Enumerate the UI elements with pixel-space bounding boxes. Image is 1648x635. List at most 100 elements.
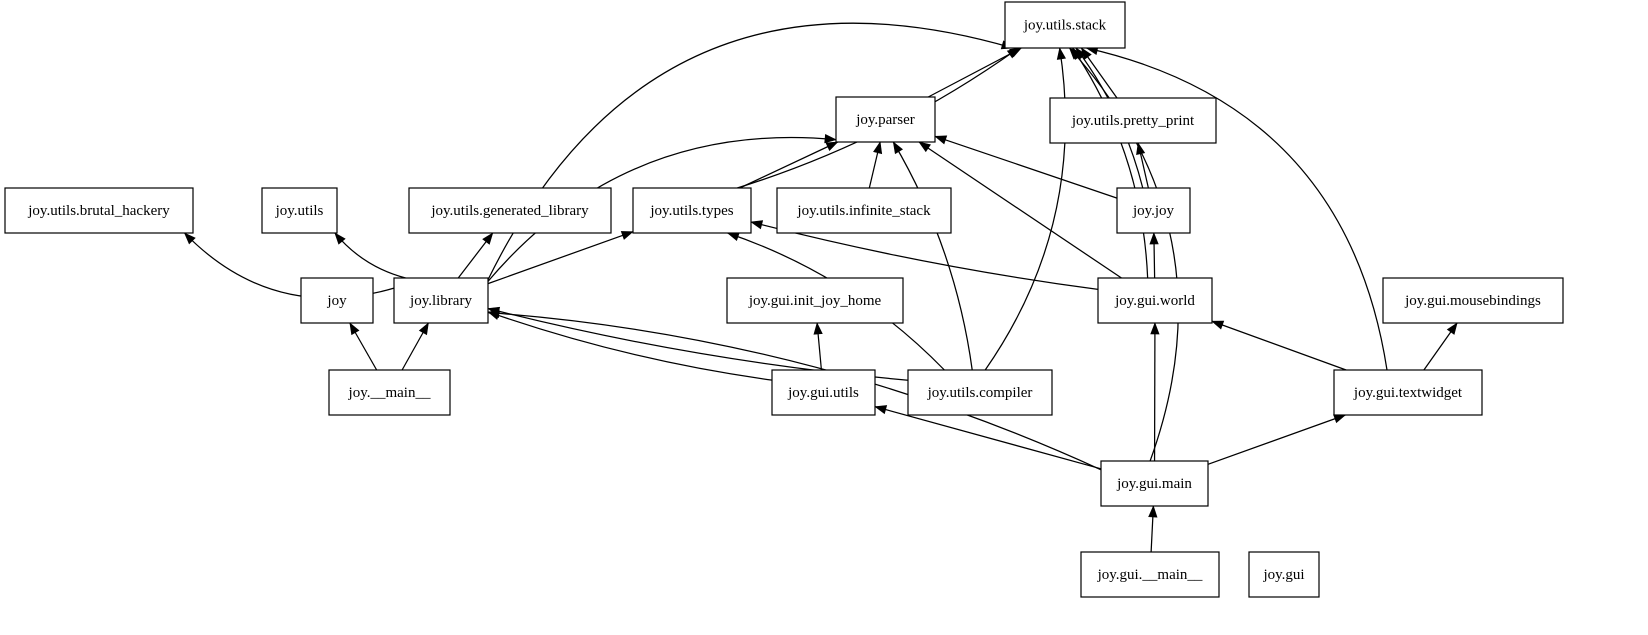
edge-joy-library-to-joy-utils-types bbox=[487, 231, 634, 285]
node-box[interactable] bbox=[1097, 277, 1213, 324]
arrowhead-icon bbox=[1006, 47, 1020, 59]
edge-joy-library-to-joy-parser bbox=[487, 136, 837, 282]
node-joy-utils-stack[interactable]: joy.utils.stack bbox=[1004, 1, 1126, 49]
node-label: joy.gui.main bbox=[1116, 476, 1192, 492]
node-box[interactable] bbox=[1080, 551, 1220, 598]
arrowhead-icon bbox=[918, 141, 931, 153]
node-label: joy.gui.utils bbox=[787, 385, 859, 401]
node-box[interactable] bbox=[393, 277, 489, 324]
arrowhead-icon bbox=[1150, 322, 1160, 335]
arrowhead-icon bbox=[1333, 414, 1347, 424]
node-joy-gui-init_joy_home[interactable]: joy.gui.init_joy_home bbox=[726, 277, 904, 324]
node-joy-utils-compiler[interactable]: joy.utils.compiler bbox=[907, 369, 1053, 416]
edge-joy-gui-main-to-joy-gui-textwidget bbox=[1207, 414, 1346, 465]
node-joy-joy[interactable]: joy.joy bbox=[1116, 187, 1191, 234]
node-label: joy.utils.stack bbox=[1023, 17, 1107, 33]
node-joy-utils-infinite_stack[interactable]: joy.utils.infinite_stack bbox=[776, 187, 952, 234]
node-box[interactable] bbox=[907, 369, 1053, 416]
node-box[interactable] bbox=[771, 369, 876, 416]
arrowhead-icon bbox=[1446, 322, 1458, 335]
node-label: joy.utils.infinite_stack bbox=[796, 203, 931, 219]
node-joy-gui-world[interactable]: joy.gui.world bbox=[1097, 277, 1213, 324]
arrowhead-icon bbox=[1056, 47, 1066, 60]
nodes-layer: joy.utils.stack joy.parser joy.utils.prett… bbox=[4, 1, 1564, 598]
node-label: joy.gui.init_joy_home bbox=[748, 293, 882, 309]
node-box[interactable] bbox=[776, 187, 952, 234]
node-joy-utils[interactable]: joy.utils bbox=[261, 187, 338, 234]
node-box[interactable] bbox=[1248, 551, 1320, 598]
arrowhead-icon bbox=[825, 141, 839, 152]
node-box[interactable] bbox=[1004, 1, 1126, 49]
arrowhead-icon bbox=[824, 133, 837, 144]
arrowhead-icon bbox=[334, 232, 346, 245]
node-label: joy.gui.world bbox=[1114, 293, 1195, 309]
arrowhead-icon bbox=[726, 232, 740, 242]
edge-joy-library-to-joy-utils bbox=[334, 232, 406, 279]
arrowhead-icon bbox=[934, 135, 948, 145]
node-label: joy.utils.brutal_hackery bbox=[27, 203, 170, 219]
arrowhead-icon bbox=[1080, 47, 1092, 60]
edge-joy-gui-main-to-joy-gui-utils bbox=[874, 406, 1102, 470]
node-joy[interactable]: joy bbox=[300, 277, 374, 324]
node-label: joy.utils.compiler bbox=[927, 385, 1033, 401]
edge-joy-gui-main-to-joy-library bbox=[487, 311, 1102, 471]
node-joy-utils-generated_library[interactable]: joy.utils.generated_library bbox=[408, 187, 612, 234]
node-joy-gui-utils[interactable]: joy.gui.utils bbox=[771, 369, 876, 416]
node-box[interactable] bbox=[300, 277, 374, 324]
node-box[interactable] bbox=[1382, 277, 1564, 324]
arrowhead-icon bbox=[873, 141, 883, 155]
node-joy-library[interactable]: joy.library bbox=[393, 277, 489, 324]
node-box[interactable] bbox=[835, 96, 936, 143]
arrowhead-icon bbox=[750, 220, 764, 230]
node-joy-gui[interactable]: joy.gui bbox=[1248, 551, 1320, 598]
edge-joy-utils-types-to-joy-parser bbox=[739, 141, 838, 189]
arrowhead-icon bbox=[874, 405, 888, 415]
node-joy-parser[interactable]: joy.parser bbox=[835, 96, 936, 143]
node-label: joy.joy bbox=[1132, 203, 1175, 219]
edge-joy-gui-textwidget-to-joy-gui-world bbox=[1211, 320, 1347, 371]
node-label: joy.utils.pretty_print bbox=[1071, 113, 1195, 129]
node-box[interactable] bbox=[261, 187, 338, 234]
arrowhead-icon bbox=[418, 322, 429, 336]
node-joy-utils-brutal_hackery[interactable]: joy.utils.brutal_hackery bbox=[4, 187, 194, 234]
node-joy-utils-pretty_print[interactable]: joy.utils.pretty_print bbox=[1049, 97, 1217, 144]
arrowhead-icon bbox=[1068, 47, 1081, 60]
arrowhead-icon bbox=[620, 231, 634, 240]
node-box[interactable] bbox=[328, 369, 451, 416]
arrowhead-icon bbox=[1148, 505, 1158, 518]
node-box[interactable] bbox=[726, 277, 904, 324]
node-box[interactable] bbox=[1049, 97, 1217, 144]
node-joy-gui-__main__[interactable]: joy.gui.__main__ bbox=[1080, 551, 1220, 598]
node-joy-utils-types[interactable]: joy.utils.types bbox=[632, 187, 752, 234]
edge-joy-gui-utils-to-joy-library bbox=[487, 311, 773, 381]
node-box[interactable] bbox=[4, 187, 194, 234]
arrowhead-icon bbox=[1149, 232, 1159, 245]
node-label: joy.parser bbox=[855, 112, 915, 128]
node-label: joy.library bbox=[409, 293, 472, 309]
node-label: joy.gui.__main__ bbox=[1097, 567, 1203, 583]
node-box[interactable] bbox=[632, 187, 752, 234]
node-label: joy.__main__ bbox=[348, 385, 431, 401]
node-box[interactable] bbox=[1100, 460, 1209, 507]
node-joy-gui-textwidget[interactable]: joy.gui.textwidget bbox=[1333, 369, 1483, 416]
arrowhead-icon bbox=[482, 232, 494, 245]
node-label: joy.utils.types bbox=[649, 203, 733, 219]
node-label: joy.gui bbox=[1262, 567, 1304, 583]
node-box[interactable] bbox=[1116, 187, 1191, 234]
arrowhead-icon bbox=[183, 232, 196, 245]
arrowhead-icon bbox=[487, 308, 500, 319]
node-joy-gui-mousebindings[interactable]: joy.gui.mousebindings bbox=[1382, 277, 1564, 324]
node-label: joy.utils bbox=[275, 203, 324, 219]
node-joy-__main__[interactable]: joy.__main__ bbox=[328, 369, 451, 416]
node-box[interactable] bbox=[408, 187, 612, 234]
node-label: joy.gui.textwidget bbox=[1353, 385, 1463, 401]
node-label: joy.utils.generated_library bbox=[430, 203, 589, 219]
edge-joy-gui-textwidget-to-joy-utils-stack bbox=[1086, 47, 1388, 371]
edge-joy-gui-world-to-joy-parser bbox=[918, 141, 1122, 279]
node-box[interactable] bbox=[1333, 369, 1483, 416]
node-joy-gui-main[interactable]: joy.gui.main bbox=[1100, 460, 1209, 507]
edge-joy-parser-to-joy-utils-stack bbox=[927, 47, 1022, 98]
arrowhead-icon bbox=[1211, 320, 1225, 330]
